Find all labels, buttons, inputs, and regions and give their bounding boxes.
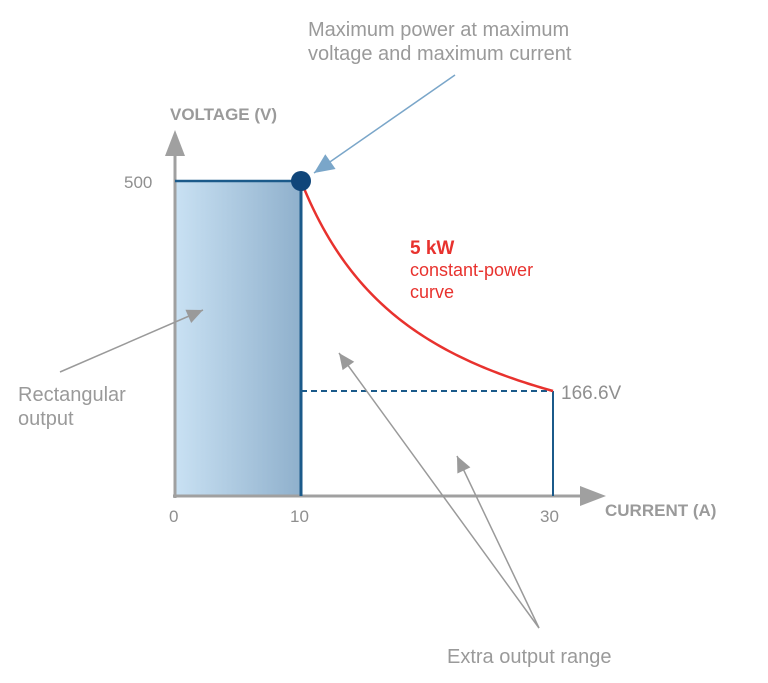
rect-output-annotation-arrow xyxy=(59,309,204,373)
x-axis-arrowhead xyxy=(580,486,606,506)
max-power-label-line2: voltage and maximum current xyxy=(308,43,572,65)
constant-power-curve xyxy=(299,180,554,393)
y-axis-arrowhead xyxy=(165,130,185,156)
curve-label-line2: curve xyxy=(410,282,454,302)
x-tick-30: 30 xyxy=(540,507,559,526)
extra-range-arrow-left xyxy=(338,352,540,629)
annotation-arrows xyxy=(59,74,540,629)
rect-label-line1: Rectangular xyxy=(18,384,126,406)
voltage-166-label: 166.6V xyxy=(561,383,622,404)
curve-power-label: 5 kW xyxy=(410,238,454,259)
extra-range-label: Extra output range xyxy=(447,646,612,668)
curve-label-line1: constant-power xyxy=(410,260,533,280)
rectangular-output-region xyxy=(175,181,301,496)
x-tick-10: 10 xyxy=(290,507,309,526)
x-tick-0: 0 xyxy=(169,507,178,526)
max-power-label-line1: Maximum power at maximum xyxy=(308,19,569,41)
extra-range-arrow-right xyxy=(456,455,540,629)
y-tick-500: 500 xyxy=(124,173,152,192)
x-axis-title: CURRENT (A) xyxy=(605,501,716,520)
y-axis-title: VOLTAGE (V) xyxy=(170,105,277,124)
max-power-annotation-arrow xyxy=(313,74,456,174)
rect-label-line2: output xyxy=(18,408,74,430)
max-power-point xyxy=(291,171,311,191)
